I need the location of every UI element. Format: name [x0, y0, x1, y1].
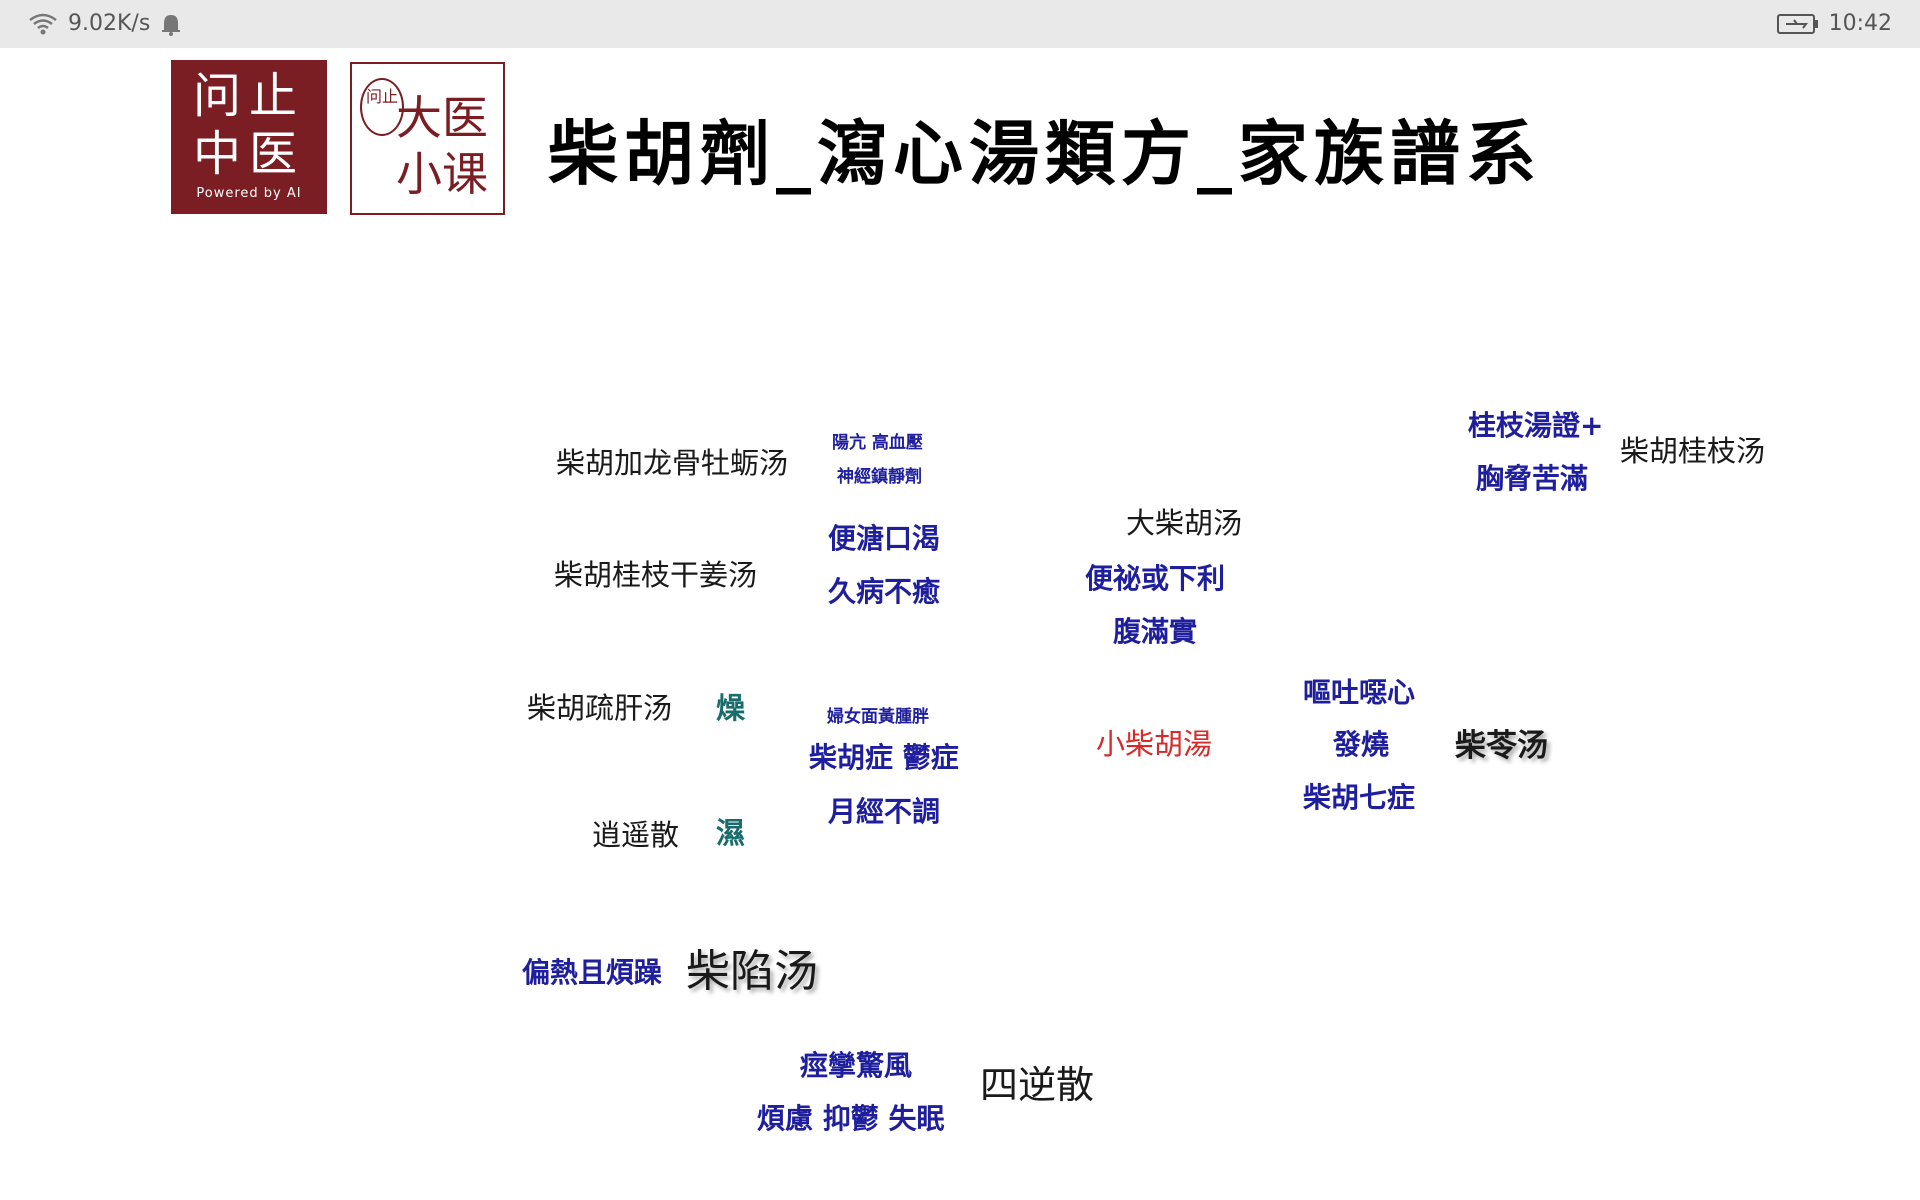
- status-right: 10:42: [1776, 0, 1892, 48]
- symptom-jingluan: 痙攣驚風: [800, 1049, 913, 1082]
- symptom-jiubing: 久病不癒: [828, 575, 941, 608]
- wenzhi-tcm-logo: 问止 中医 Powered by AI: [171, 60, 327, 214]
- formula-da-chaihu: 大柴胡汤: [1126, 506, 1243, 540]
- symptom-zao: 燥: [716, 691, 746, 725]
- logo-a-line1: 问止: [192, 68, 305, 124]
- symptom-qizheng: 柴胡七症: [1303, 781, 1416, 814]
- clock-time: 10:42: [1828, 11, 1892, 36]
- dayi-xiaoke-logo: 问止 大医 小课: [350, 62, 505, 215]
- network-speed: 9.02K/s: [68, 11, 151, 36]
- logo-b-line1: 大医: [396, 91, 488, 145]
- formula-xiao-chaihu: 小柴胡湯: [1096, 727, 1213, 761]
- symptom-yangkang: 陽亢 高血壓: [832, 433, 923, 453]
- symptom-shenjing: 神經鎮靜劑: [837, 467, 922, 487]
- formula-chaihu-guizhi: 柴胡桂枝汤: [1620, 434, 1766, 468]
- symptom-funu: 婦女面黃腫胖: [827, 707, 929, 727]
- symptom-yuejing: 月經不調: [828, 795, 941, 828]
- logo-b-seal: 问止: [360, 78, 404, 136]
- symptom-fashao: 發燒: [1333, 728, 1390, 761]
- formula-chaihu-longgu-muli: 柴胡加龙骨牡蛎汤: [556, 446, 789, 480]
- symptom-biantang: 便溏口渴: [828, 522, 941, 555]
- formula-chaihu-shugan: 柴胡疏肝汤: [527, 691, 673, 725]
- logo-a-tagline: Powered by AI: [196, 186, 302, 201]
- formula-chailing: 柴苓汤: [1455, 728, 1548, 764]
- symptom-bianbi: 便祕或下利: [1085, 562, 1226, 595]
- symptom-fuman: 腹滿實: [1113, 615, 1198, 648]
- formula-xiaoyao: 逍遥散: [592, 818, 680, 852]
- formula-chaihu-guizhi-ganjiang: 柴胡桂枝干姜汤: [554, 558, 758, 592]
- status-bar: 9.02K/s 10:42: [0, 0, 1920, 48]
- logo-b-line2: 小课: [396, 147, 488, 201]
- logo-a-line2: 中医: [192, 126, 305, 182]
- symptom-chaihuzheng: 柴胡症 鬱症: [809, 741, 959, 774]
- symptom-xiongxie: 胸脅苦滿: [1476, 462, 1589, 495]
- notification-bell-icon: [160, 12, 182, 36]
- formula-sini: 四逆散: [980, 1063, 1095, 1107]
- battery-charging-icon: [1776, 13, 1819, 35]
- page-title: 柴胡劑_瀉心湯類方_家族譜系: [548, 112, 1542, 195]
- symptom-shi: 濕: [716, 816, 746, 850]
- symptom-guizhitang: 桂枝湯證+: [1468, 409, 1604, 442]
- wifi-icon: [28, 12, 58, 36]
- symptom-outu: 嘔吐噁心: [1303, 676, 1416, 709]
- symptom-fanlv: 煩慮 抑鬱 失眠: [757, 1102, 945, 1135]
- symptom-pianre: 偏熱且煩躁: [522, 956, 663, 989]
- formula-chaixian: 柴陷汤: [686, 946, 818, 997]
- status-left: 9.02K/s: [28, 0, 182, 48]
